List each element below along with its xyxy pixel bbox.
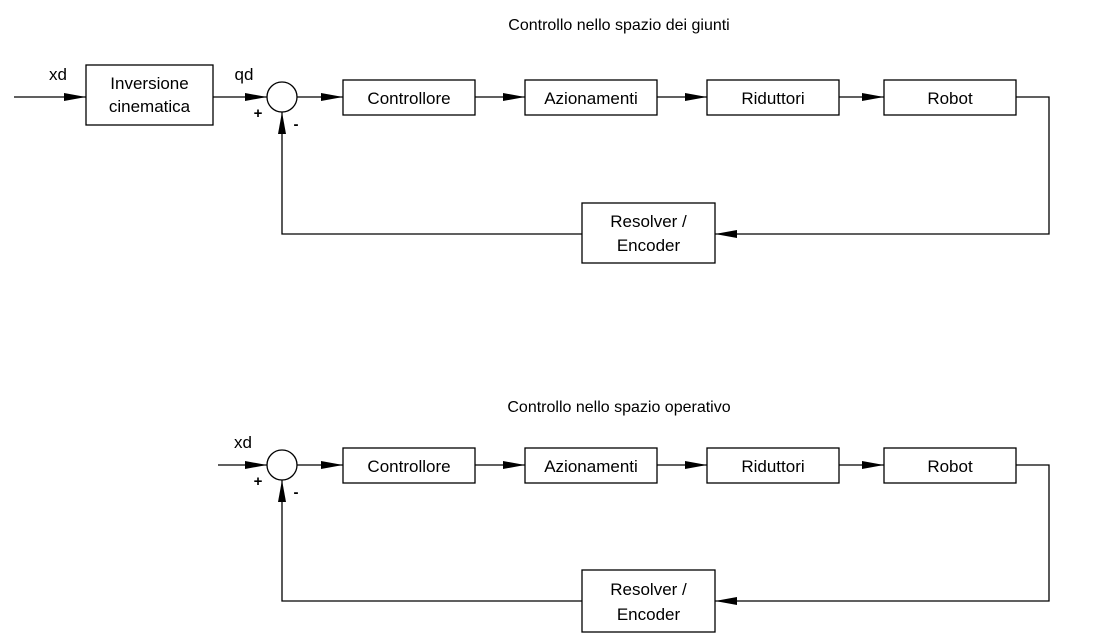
bottom-sensor-label-line1: Resolver /: [610, 580, 687, 599]
top-robot-block: [883, 79, 1017, 116]
top-drives-block: [524, 79, 658, 116]
bottom-arrow-drive-gear: [685, 461, 707, 469]
bottom-arrow-gear-robot: [862, 461, 884, 469]
inversion-label-line2: cinematica: [109, 97, 191, 116]
bottom-gears-block: [706, 447, 840, 484]
top-feedback-wire-in: [281, 112, 582, 235]
joint-space-diagram: Controllo nello spazio dei giunti xd Inv…: [14, 17, 1050, 264]
top-sensor-block: [581, 202, 716, 264]
bottom-sensor-label-line2: Encoder: [617, 605, 681, 624]
top-qd-label: qd: [235, 65, 254, 84]
top-arrow-gear-robot: [862, 93, 884, 101]
inversion-block: [85, 64, 214, 126]
top-plus-sign: +: [254, 105, 263, 122]
bottom-feedback-arrow-junction: [278, 480, 286, 502]
bottom-controller-label: Controllore: [367, 457, 450, 476]
bottom-summing-junction: [266, 449, 298, 481]
top-arrow-ctrl-drive: [503, 93, 525, 101]
bottom-feedback-wire-in: [281, 480, 582, 602]
bottom-arrow-ctrl-drive: [503, 461, 525, 469]
top-drives-label: Azionamenti: [544, 89, 638, 108]
top-robot-label: Robot: [927, 89, 973, 108]
bottom-sensor-block: [581, 569, 716, 633]
bottom-drives-block: [524, 447, 658, 484]
bottom-robot-block: [883, 447, 1017, 484]
bottom-plus-sign: +: [254, 473, 263, 490]
top-qd-arrow: [245, 93, 267, 101]
bottom-gears-label: Riduttori: [741, 457, 804, 476]
top-input-arrow: [64, 93, 86, 101]
top-sensor-label-line2: Encoder: [617, 236, 681, 255]
bottom-input-arrow: [245, 461, 267, 469]
top-error-arrow: [321, 93, 343, 101]
top-feedback-arrow-junction: [278, 112, 286, 134]
bottom-drives-label: Azionamenti: [544, 457, 638, 476]
top-controller-block: [342, 79, 476, 116]
top-minus-sign: -: [294, 116, 299, 133]
bottom-minus-sign: -: [294, 484, 299, 501]
top-sensor-label-line1: Resolver /: [610, 212, 687, 231]
bottom-feedback-arrow-sensor: [715, 597, 737, 605]
bottom-robot-label: Robot: [927, 457, 973, 476]
top-input-label: xd: [49, 65, 67, 84]
bottom-feedback-wire-out: [715, 464, 1050, 602]
bottom-error-arrow: [321, 461, 343, 469]
top-arrow-drive-gear: [685, 93, 707, 101]
top-title: Controllo nello spazio dei giunti: [508, 17, 729, 34]
bottom-input-label: xd: [234, 433, 252, 452]
top-controller-label: Controllore: [367, 89, 450, 108]
operational-space-diagram: Controllo nello spazio operativo xd + - …: [218, 399, 1050, 633]
top-summing-junction: [266, 81, 298, 113]
top-feedback-arrow-sensor: [715, 230, 737, 238]
bottom-title: Controllo nello spazio operativo: [507, 399, 730, 416]
top-feedback-wire-out: [715, 96, 1050, 235]
top-gears-label: Riduttori: [741, 89, 804, 108]
inversion-label-line1: Inversione: [110, 74, 188, 93]
bottom-controller-block: [342, 447, 476, 484]
